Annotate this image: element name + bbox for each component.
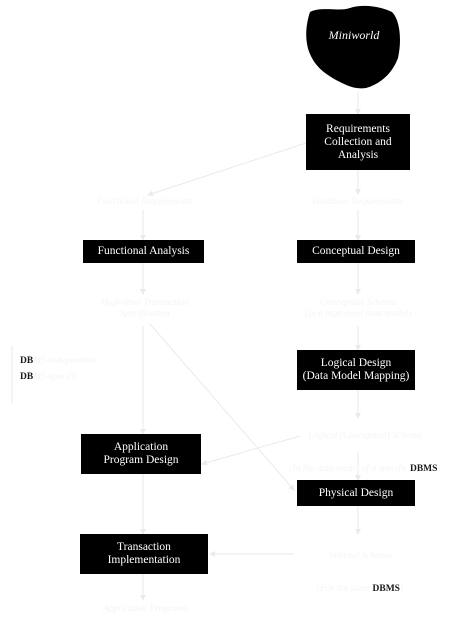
- logical-design-box: Logical Design (Data Model Mapping): [297, 350, 415, 390]
- dbms-independent-label: DBMS-independent: [20, 356, 95, 367]
- logical-schema-dbms-tag: DBMS: [409, 464, 438, 474]
- application-programs-note: Application Programs: [102, 604, 188, 614]
- dbms-specific-text: MS-specific: [33, 372, 79, 382]
- logical-schema-note: Logical (Conceptual) Schema (In the data…: [262, 420, 468, 475]
- physical-design-box: Physical Design: [297, 480, 415, 506]
- conceptual-design-box: Conceptual Design: [297, 240, 415, 263]
- internal-schema-line1: Internal Schema: [328, 551, 392, 561]
- miniworld-label: Miniworld: [328, 28, 380, 42]
- requirements-collection-box: Requirements Collection and Analysis: [306, 114, 410, 170]
- dbms-independent-tag: DB: [20, 356, 34, 366]
- application-program-design-box: Application Program Design: [81, 434, 201, 474]
- logical-schema-line1: Logical (Conceptual) Schema: [308, 431, 422, 441]
- dbms-independent-text: MS-independent: [33, 356, 96, 366]
- functional-requirements-note: Functional Requirements: [97, 197, 193, 207]
- database-requirements-note: Database Requirements: [312, 197, 404, 207]
- logical-schema-line2-suffix: ): [437, 464, 441, 474]
- transaction-implementation-box: Transaction Implementation: [80, 534, 208, 574]
- internal-schema-line2-suffix: ): [399, 584, 404, 594]
- high-level-transaction-spec-note: High-level Transaction Specification: [101, 298, 189, 319]
- dbms-specific-label: DBMS-specific: [20, 372, 78, 383]
- connector-logical-schema-to-application-design: [201, 435, 301, 466]
- internal-schema-line2-prefix: (For the same: [316, 584, 373, 594]
- internal-schema-dbms-tag: DBMS: [372, 584, 400, 594]
- dbms-specific-tag: DB: [20, 372, 34, 382]
- internal-schema-note: Internal Schema (For the same DBMS): [286, 540, 434, 595]
- connector-requirements-to-functional-requirements: [147, 142, 307, 197]
- conceptual-schema-note: Conceptual Schema (In a high-level data …: [304, 298, 412, 319]
- logical-schema-line2-prefix: (In the data model of a specific: [289, 464, 410, 474]
- functional-analysis-box: Functional Analysis: [83, 240, 204, 263]
- miniworld-shape: [306, 5, 400, 89]
- connector-transaction-spec-to-physical-design: [149, 323, 295, 491]
